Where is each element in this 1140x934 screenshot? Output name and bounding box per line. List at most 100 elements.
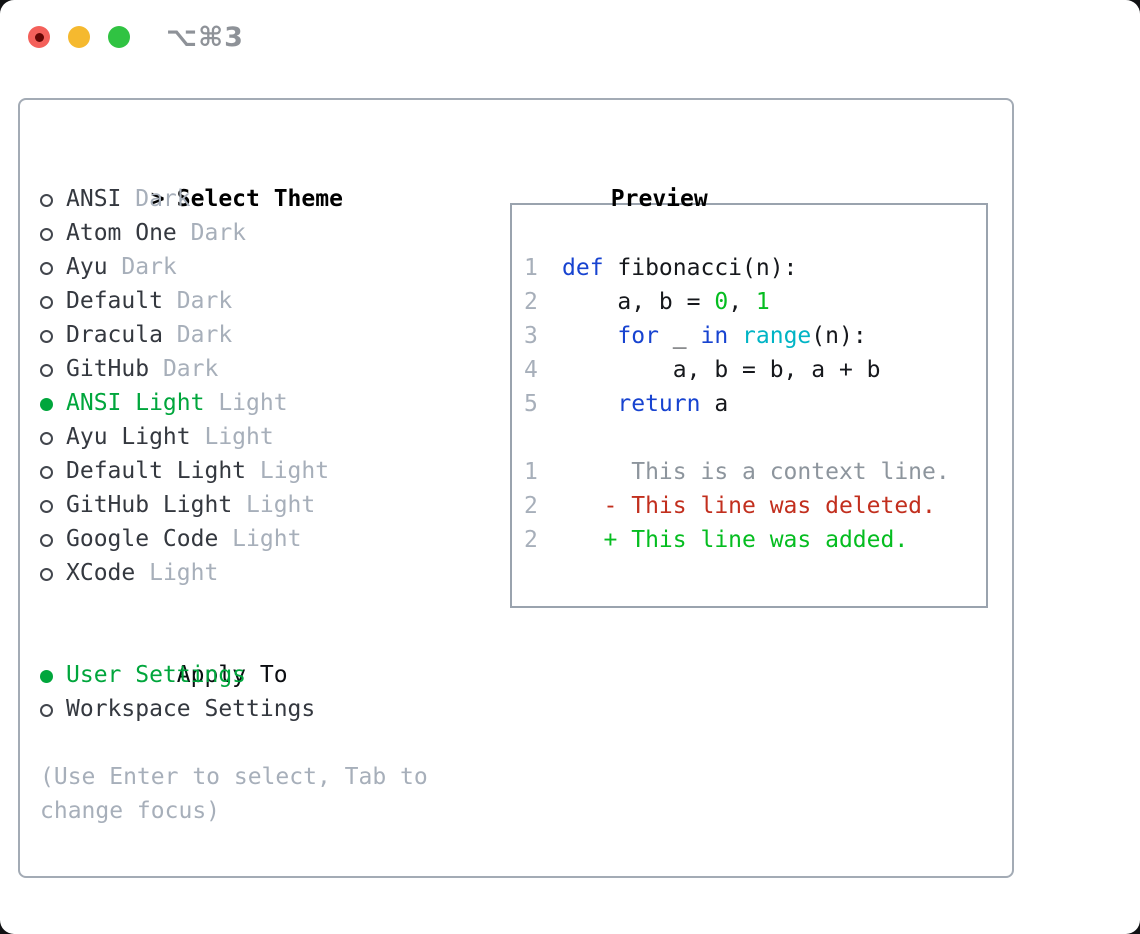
apply-option-workspace-settings[interactable]: Workspace Settings xyxy=(40,692,500,726)
code-token: (n): xyxy=(811,323,867,349)
titlebar: ⌥⌘3 xyxy=(0,0,1140,98)
option-variant: Light xyxy=(204,390,288,416)
option-label: User Settings xyxy=(66,662,247,688)
line-number: 2 xyxy=(524,289,538,315)
line-number: 2 xyxy=(524,527,538,553)
code-token: a, b = xyxy=(562,289,715,315)
code-token: 0 xyxy=(714,289,729,315)
line-number: 3 xyxy=(524,323,538,349)
radio-icon xyxy=(40,262,53,275)
code-token: for xyxy=(617,323,659,349)
theme-option-ansi[interactable]: ANSI Dark xyxy=(40,182,500,216)
option-label: Workspace Settings xyxy=(66,696,316,722)
code-token: _ xyxy=(658,323,701,349)
minimize-button[interactable] xyxy=(68,26,90,48)
code-token xyxy=(562,323,617,349)
option-label: GitHub Light xyxy=(66,492,233,518)
theme-option-default[interactable]: Default Dark xyxy=(40,284,500,318)
line-number: 4 xyxy=(524,357,538,383)
option-label: ANSI xyxy=(66,186,122,212)
option-label: ANSI Light xyxy=(66,390,205,416)
option-variant: Dark xyxy=(121,186,191,212)
theme-option-github[interactable]: GitHub Dark xyxy=(40,352,500,386)
radio-icon xyxy=(40,500,53,513)
line-number: 2 xyxy=(524,493,538,519)
option-variant: Light xyxy=(246,458,330,484)
select-theme-title: Select Theme xyxy=(176,186,343,212)
theme-option-ansi-light[interactable]: ANSI Light Light xyxy=(40,386,500,420)
preview-line: 5 return a xyxy=(524,387,980,421)
radio-icon xyxy=(40,466,53,479)
preview-line: 4 a, b = b, a + b xyxy=(524,353,980,387)
code-token: 1 xyxy=(755,289,770,315)
code-token: a, b = b, a + b xyxy=(562,357,881,383)
apply-option-user-settings[interactable]: User Settings xyxy=(40,658,500,692)
code-token: fibonacci(n): xyxy=(603,255,798,281)
preview-line: 2 a, b = 0, 1 xyxy=(524,285,980,319)
option-label: Atom One xyxy=(66,220,177,246)
maximize-button[interactable] xyxy=(108,26,130,48)
theme-option-ayu-light[interactable]: Ayu Light Light xyxy=(40,420,500,454)
code-token: , xyxy=(728,289,756,315)
apply-to-header: Apply To xyxy=(40,624,500,688)
radio-icon xyxy=(40,364,53,377)
spacer xyxy=(40,726,500,760)
option-label: XCode xyxy=(66,560,136,586)
preview-line: 1 This is a context line. xyxy=(524,455,980,489)
radio-icon xyxy=(40,330,53,343)
theme-option-default-light[interactable]: Default Light Light xyxy=(40,454,500,488)
code-token: in xyxy=(700,323,729,349)
radio-icon xyxy=(40,296,53,309)
option-variant: Light xyxy=(135,560,219,586)
theme-option-ayu[interactable]: Ayu Dark xyxy=(40,250,500,284)
preview-line: 3 for _ in range(n): xyxy=(524,319,980,353)
theme-option-google-code[interactable]: Google Code Light xyxy=(40,522,500,556)
option-variant: Dark xyxy=(107,254,177,280)
line-number: 5 xyxy=(524,391,538,417)
radio-icon xyxy=(40,432,53,445)
option-label: Google Code xyxy=(66,526,219,552)
code-token xyxy=(728,323,742,349)
code-token: return xyxy=(617,391,701,417)
preview-line xyxy=(524,421,980,455)
theme-option-dracula[interactable]: Dracula Dark xyxy=(40,318,500,352)
code-token: This is a context line. xyxy=(562,459,950,485)
preview-title: Preview xyxy=(610,186,708,212)
spacer xyxy=(40,590,500,624)
preview-line: 2 - This line was deleted. xyxy=(524,489,980,523)
select-theme-header: >Select Theme xyxy=(40,148,500,212)
close-button[interactable] xyxy=(28,26,50,48)
option-variant: Light xyxy=(218,526,302,552)
preview-line: 1 def fibonacci(n): xyxy=(524,251,980,285)
apply-to-title: Apply To xyxy=(176,662,288,688)
option-label: GitHub xyxy=(66,356,150,382)
option-variant: Light xyxy=(190,424,274,450)
code-token: - This line was deleted. xyxy=(562,493,936,519)
radio-icon xyxy=(40,534,53,547)
line-number: 1 xyxy=(524,459,538,485)
option-label: Default Light xyxy=(66,458,247,484)
option-variant: Dark xyxy=(149,356,219,382)
option-variant: Light xyxy=(232,492,316,518)
option-label: Default xyxy=(66,288,163,314)
radio-icon xyxy=(40,228,53,241)
option-variant: Dark xyxy=(162,322,233,348)
code-token: def xyxy=(562,255,604,281)
code-token xyxy=(562,391,617,417)
theme-option-atom-one[interactable]: Atom One Dark xyxy=(40,216,500,250)
preview-line: 2 + This line was added. xyxy=(524,523,980,557)
radio-selected-icon xyxy=(40,670,53,683)
radio-icon xyxy=(40,704,53,717)
theme-option-github-light[interactable]: GitHub Light Light xyxy=(40,488,500,522)
line-number: 1 xyxy=(524,255,538,281)
code-token: + This line was added. xyxy=(562,527,909,553)
preview-header: Preview xyxy=(500,148,1012,212)
theme-option-xcode[interactable]: XCode Light xyxy=(40,556,500,590)
hint-text: (Use Enter to select, Tab to change focu… xyxy=(40,764,428,824)
